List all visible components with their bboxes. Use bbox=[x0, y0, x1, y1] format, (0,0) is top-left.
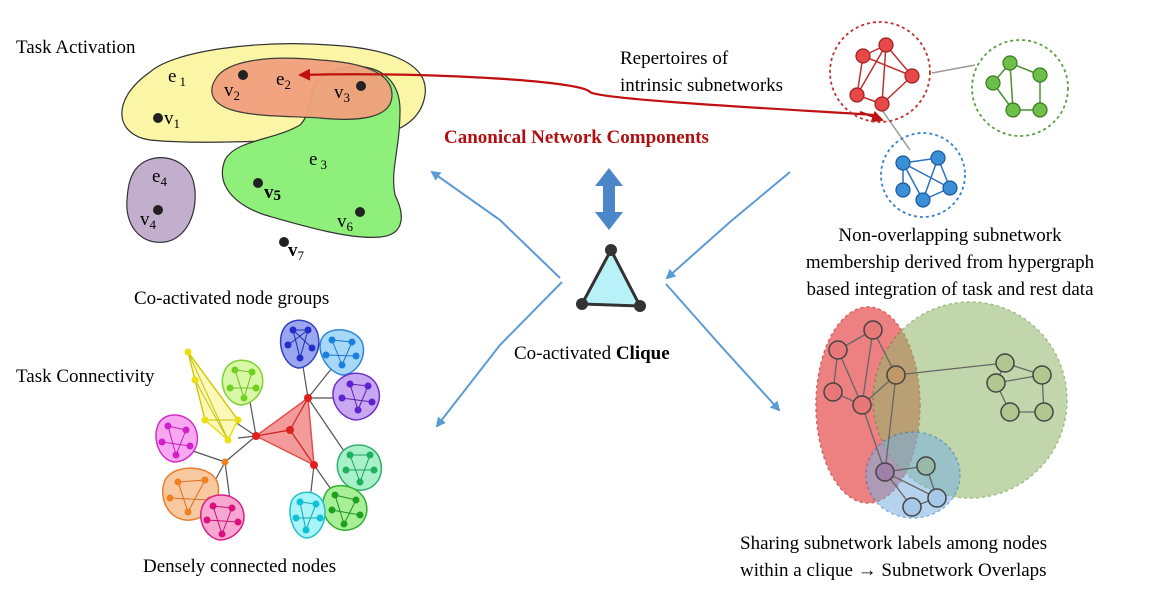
nonoverlap-line-1: Non-overlapping subnetwork bbox=[838, 225, 1062, 246]
node-v7 bbox=[279, 237, 289, 247]
node-label-v6: v6 bbox=[337, 211, 354, 234]
edge-label-e2: e2 bbox=[276, 69, 291, 92]
clique-center bbox=[576, 168, 646, 312]
green-subnetwork bbox=[971, 39, 1069, 137]
sharing-line-2: within a clique → Subnetwork Overlaps bbox=[740, 560, 1047, 581]
coactivated-groups-label: Co-activated node groups bbox=[134, 288, 330, 309]
red-link-tick bbox=[859, 110, 884, 123]
nonoverlap-label: Non-overlapping subnetwork membership de… bbox=[760, 222, 1140, 303]
blue-subnetwork bbox=[880, 132, 966, 218]
task-connectivity-graph bbox=[155, 319, 383, 541]
clique-triangle bbox=[579, 246, 643, 308]
subnetwork-repertoire bbox=[829, 21, 1069, 218]
sharing-label: Sharing subnetwork labels among nodes wi… bbox=[740, 530, 1047, 584]
red-link-arrow bbox=[298, 68, 876, 117]
node-v3 bbox=[356, 81, 366, 91]
repertoire-line-2: intrinsic subnetworks bbox=[620, 75, 784, 96]
red-subnetwork bbox=[829, 21, 931, 123]
node-label-v1: v1 bbox=[164, 108, 180, 131]
repertoire-label: Repertoires of intrinsic subnetworks bbox=[620, 45, 783, 99]
node-label-v4: v4 bbox=[140, 209, 157, 232]
node-label-v3: v3 bbox=[334, 82, 350, 105]
clique-label-bold: Clique bbox=[615, 343, 670, 364]
node-label-v5: v5 bbox=[264, 182, 281, 204]
densely-connected-label: Densely connected nodes bbox=[143, 556, 337, 577]
sharing-line-1: Sharing subnetwork labels among nodes bbox=[740, 533, 1048, 554]
edge-label-e4: e4 bbox=[152, 166, 167, 189]
node-v6 bbox=[355, 207, 365, 217]
task-activation-label: Task Activation bbox=[16, 37, 136, 58]
task-connectivity-label: Task Connectivity bbox=[16, 366, 155, 387]
node-v1 bbox=[153, 113, 163, 123]
node-label-v7: v7 bbox=[288, 240, 305, 263]
repertoire-line-1: Repertoires of bbox=[620, 48, 729, 69]
node-v5 bbox=[253, 178, 263, 188]
clique-label: Co-activated Clique bbox=[514, 343, 670, 365]
node-v2 bbox=[238, 70, 248, 80]
clique-label-prefix: Co-activated bbox=[514, 343, 616, 364]
node-v4 bbox=[153, 205, 163, 215]
subnetwork-overlaps bbox=[815, 301, 1068, 519]
blue-arrows bbox=[430, 170, 791, 428]
hyperedge-e4 bbox=[126, 157, 196, 243]
double-arrow bbox=[595, 168, 623, 230]
nonoverlap-line-2: membership derived from hypergraph bbox=[805, 252, 1095, 273]
nonoverlap-line-3: based integration of task and rest data bbox=[806, 279, 1094, 300]
canonical-components-title: Canonical Network Components bbox=[444, 127, 709, 148]
node-label-v2: v2 bbox=[224, 80, 240, 103]
